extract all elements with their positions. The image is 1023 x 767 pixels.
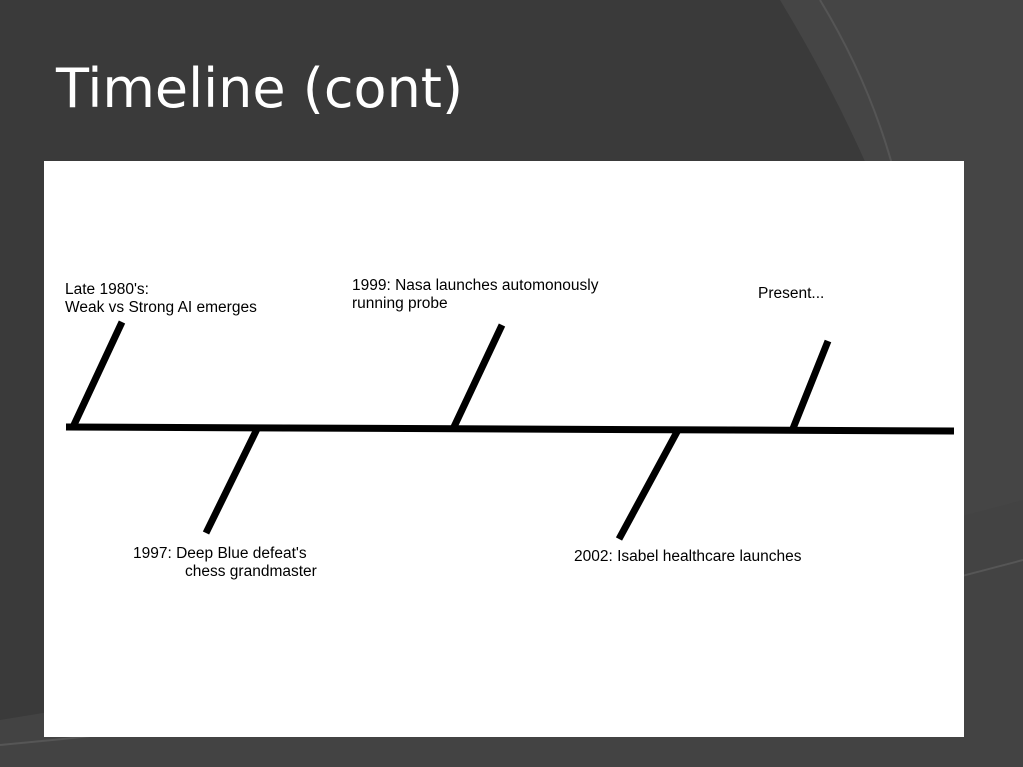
- tick-late-1980s: [69, 320, 126, 429]
- tick-present: [788, 339, 832, 433]
- timeline-diagram: [65, 320, 955, 541]
- timeline-panel: Late 1980's: Weak vs Strong AI emerges 1…: [44, 161, 964, 737]
- tick-1997: [202, 427, 261, 535]
- tick-1999: [449, 323, 506, 431]
- event-label-present: Present...: [758, 285, 825, 302]
- event-label-1999: 1999: Nasa launches automonously running…: [352, 277, 599, 312]
- tick-2002: [615, 428, 682, 541]
- event-label-2002: 2002: Isabel healthcare launches: [574, 548, 802, 565]
- event-label-1997: 1997: Deep Blue defeat's chess grandmast…: [133, 545, 317, 580]
- event-label-late-1980s: Late 1980's: Weak vs Strong AI emerges: [65, 281, 257, 316]
- timeline-axis: [65, 423, 955, 435]
- slide-title: Timeline (cont): [56, 57, 464, 120]
